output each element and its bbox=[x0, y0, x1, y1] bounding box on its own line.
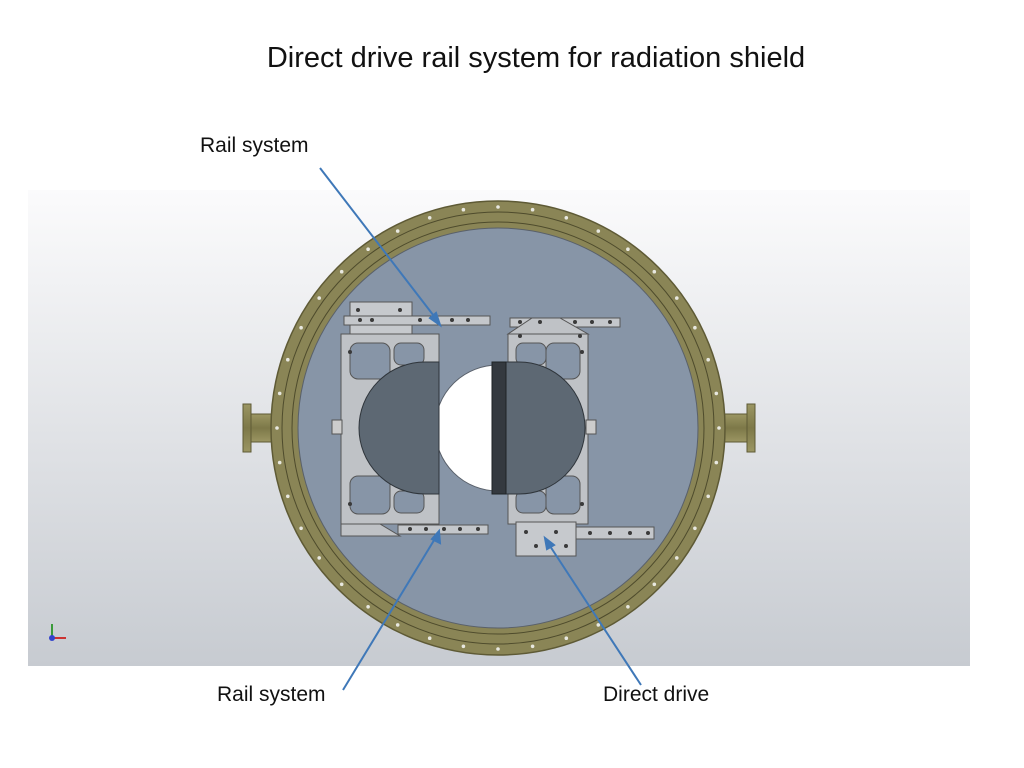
screw bbox=[578, 334, 582, 338]
slide-title: Direct drive rail system for radiation s… bbox=[266, 42, 806, 74]
screw bbox=[466, 318, 470, 322]
bolt-hole bbox=[286, 357, 290, 362]
screw bbox=[450, 318, 454, 322]
bolt-hole bbox=[395, 229, 400, 233]
bolt-hole bbox=[317, 556, 322, 560]
right-shutter bbox=[505, 361, 586, 495]
axis-triad-icon bbox=[49, 624, 66, 641]
bolt-hole bbox=[675, 556, 679, 560]
screw bbox=[646, 531, 650, 535]
screw bbox=[370, 318, 374, 322]
bolt-hole bbox=[717, 426, 721, 430]
bolt-hole bbox=[530, 207, 535, 212]
pointer-rail-bottom bbox=[342, 536, 437, 691]
left-shutter bbox=[358, 361, 440, 495]
pointer-rail-top bbox=[319, 167, 438, 321]
screw bbox=[398, 308, 402, 312]
bolt-hole bbox=[277, 460, 282, 465]
upper-right-rail bbox=[506, 317, 621, 335]
screw bbox=[418, 318, 422, 322]
screw bbox=[564, 544, 568, 548]
screw bbox=[524, 530, 528, 534]
label-direct-drive: Direct drive bbox=[603, 683, 710, 706]
bolt-hole bbox=[652, 582, 657, 587]
screw bbox=[580, 502, 584, 506]
screw bbox=[590, 320, 594, 324]
bolt-hole bbox=[652, 269, 657, 274]
screw bbox=[348, 502, 352, 506]
screw bbox=[458, 527, 462, 531]
screw bbox=[348, 350, 352, 354]
bolt-hole bbox=[706, 357, 710, 362]
bolt-hole bbox=[427, 636, 432, 640]
bolt-hole bbox=[366, 247, 370, 251]
bolt-hole bbox=[286, 494, 290, 499]
bolt-hole bbox=[675, 296, 679, 300]
bolt-hole bbox=[693, 526, 697, 531]
screw bbox=[628, 531, 632, 535]
bolt-hole bbox=[395, 623, 400, 627]
right-shutter-edge bbox=[491, 361, 507, 495]
bolt-hole bbox=[277, 391, 282, 396]
screw bbox=[356, 308, 360, 312]
screw bbox=[518, 334, 522, 338]
screw bbox=[442, 527, 446, 531]
bolt-hole bbox=[339, 269, 344, 274]
bolt-hole bbox=[275, 426, 279, 430]
bolt-hole bbox=[366, 605, 370, 609]
bolt-hole bbox=[714, 460, 719, 465]
bolt-hole bbox=[299, 526, 303, 531]
pointer-arrows bbox=[319, 167, 642, 691]
bolt-hole bbox=[564, 216, 569, 220]
upper-left-rail bbox=[343, 301, 491, 335]
lower-left-rail bbox=[340, 523, 489, 537]
screw bbox=[588, 531, 592, 535]
bolt-hole bbox=[427, 216, 432, 220]
screw bbox=[534, 544, 538, 548]
screw bbox=[424, 527, 428, 531]
screw bbox=[580, 350, 584, 354]
bolt-hole bbox=[564, 636, 569, 640]
bolt-hole bbox=[693, 325, 697, 330]
screw bbox=[573, 320, 577, 324]
bolt-hole bbox=[496, 647, 500, 651]
bolt-hole bbox=[339, 582, 344, 587]
bolt-hole bbox=[496, 205, 500, 209]
bolt-hole bbox=[706, 494, 710, 499]
flange-bolt-holes bbox=[275, 205, 721, 651]
bolt-hole bbox=[596, 623, 601, 627]
bolt-hole bbox=[626, 247, 630, 251]
label-rail-system-bottom: Rail system bbox=[217, 683, 326, 706]
bolt-hole bbox=[626, 605, 630, 609]
screw bbox=[538, 320, 542, 324]
bolt-hole bbox=[299, 325, 303, 330]
screw bbox=[408, 527, 412, 531]
screw bbox=[358, 318, 362, 322]
bolt-hole bbox=[596, 229, 601, 233]
pointer-direct-drive bbox=[547, 542, 642, 686]
screw bbox=[518, 320, 522, 324]
bolt-hole bbox=[461, 207, 466, 212]
bolt-hole bbox=[714, 391, 719, 396]
bolt-hole bbox=[461, 644, 466, 649]
label-rail-system-top: Rail system bbox=[200, 134, 309, 157]
screw bbox=[608, 531, 612, 535]
bolt-hole bbox=[530, 644, 535, 649]
screw bbox=[608, 320, 612, 324]
screw bbox=[554, 530, 558, 534]
screw bbox=[476, 527, 480, 531]
bolt-hole bbox=[317, 296, 322, 300]
